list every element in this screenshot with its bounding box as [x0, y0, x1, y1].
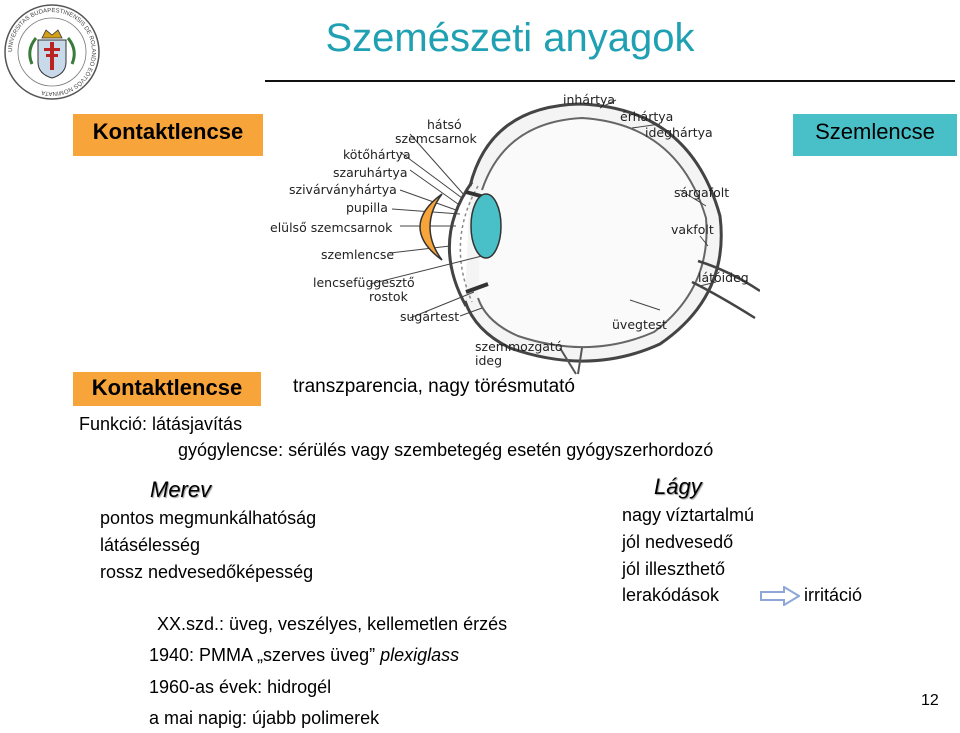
label-szemcsarnok: szemcsarnok — [395, 131, 477, 146]
label-ideghartya: ideghártya — [645, 125, 713, 140]
label-rostok: rostok — [369, 289, 408, 304]
label-lencsefuggeszto: lencsefüggesztő — [313, 275, 415, 290]
rigid-item: rossz nedvesedőképesség — [100, 562, 314, 582]
history-line: XX.szd.: üveg, veszélyes, kellemetlen ér… — [157, 614, 508, 634]
label-szivarvanyhartya: szivárványhártya — [289, 182, 397, 197]
eye-lens-tag: Szemlencse — [793, 114, 957, 156]
soft-item: jól nedvesedő — [622, 532, 734, 552]
soft-heading: Lágy — [654, 474, 702, 499]
properties-text: transzparencia, nagy törésmutató — [293, 376, 575, 397]
page-title: Szemészeti anyagok — [325, 16, 695, 60]
label-vakfolt: vakfolt — [671, 222, 714, 237]
label-inhartya: inhártya — [563, 92, 616, 107]
label-hatso: hátsó — [427, 117, 462, 132]
right-arrow-icon — [760, 586, 800, 606]
label-uvegtest: üvegtest — [612, 317, 667, 332]
history-line: 1940: PMMA „szerves üveg” plexiglass — [149, 645, 459, 666]
university-logo: UNIVERSITAS BUDAPESTINENSIS DE ROLANDO E… — [4, 4, 100, 100]
soft-item: jól illeszthető — [622, 559, 726, 579]
soft-item: nagy víztartalmú — [622, 505, 755, 525]
contact-lens-shape — [419, 193, 443, 261]
label-ideg: ideg — [475, 353, 503, 368]
label-szaruhartya: szaruhártya — [333, 165, 408, 180]
function-detail: gyógylencse: sérülés vagy szembetegég es… — [178, 440, 714, 460]
history-line: 1960-as évek: hidrogél — [149, 677, 332, 697]
irritation-text: irritáció — [804, 585, 863, 605]
label-kotohartya: kötőhártya — [343, 147, 411, 162]
label-elulso-szemcsarnok: elülső szemcsarnok — [270, 220, 393, 235]
label-pupilla: pupilla — [346, 200, 388, 215]
label-sargafolt: sárgafolt — [674, 185, 730, 200]
eye-lens-shape — [470, 193, 502, 259]
label-szemlencse: szemlencse — [321, 247, 395, 262]
label-szemmozgato: szemmozgató — [475, 339, 563, 354]
label-sugartest: sugártest — [400, 309, 460, 324]
page-number: 12 — [921, 692, 939, 709]
title-divider — [265, 80, 955, 82]
history-pmma: 1940: PMMA „szerves üveg” — [149, 645, 381, 665]
rigid-item: pontos megmunkálhatóság — [100, 508, 317, 528]
rigid-item: látásélesség — [100, 535, 201, 555]
rigid-heading: Merev — [150, 477, 212, 502]
soft-item: lerakódások — [622, 585, 720, 605]
contact-lens-tag-bottom: Kontaktlencse — [73, 372, 261, 406]
history-plexiglass: plexiglass — [380, 645, 460, 665]
history-line: a mai napig: újabb polimerek — [149, 708, 380, 728]
label-latoideg: látóideg — [698, 270, 749, 285]
contact-lens-tag-top: Kontaktlencse — [73, 114, 263, 156]
function-text: Funkció: látásjavítás — [79, 414, 243, 434]
eye-diagram — [369, 99, 760, 375]
label-erhartya: érhártya — [620, 109, 674, 124]
